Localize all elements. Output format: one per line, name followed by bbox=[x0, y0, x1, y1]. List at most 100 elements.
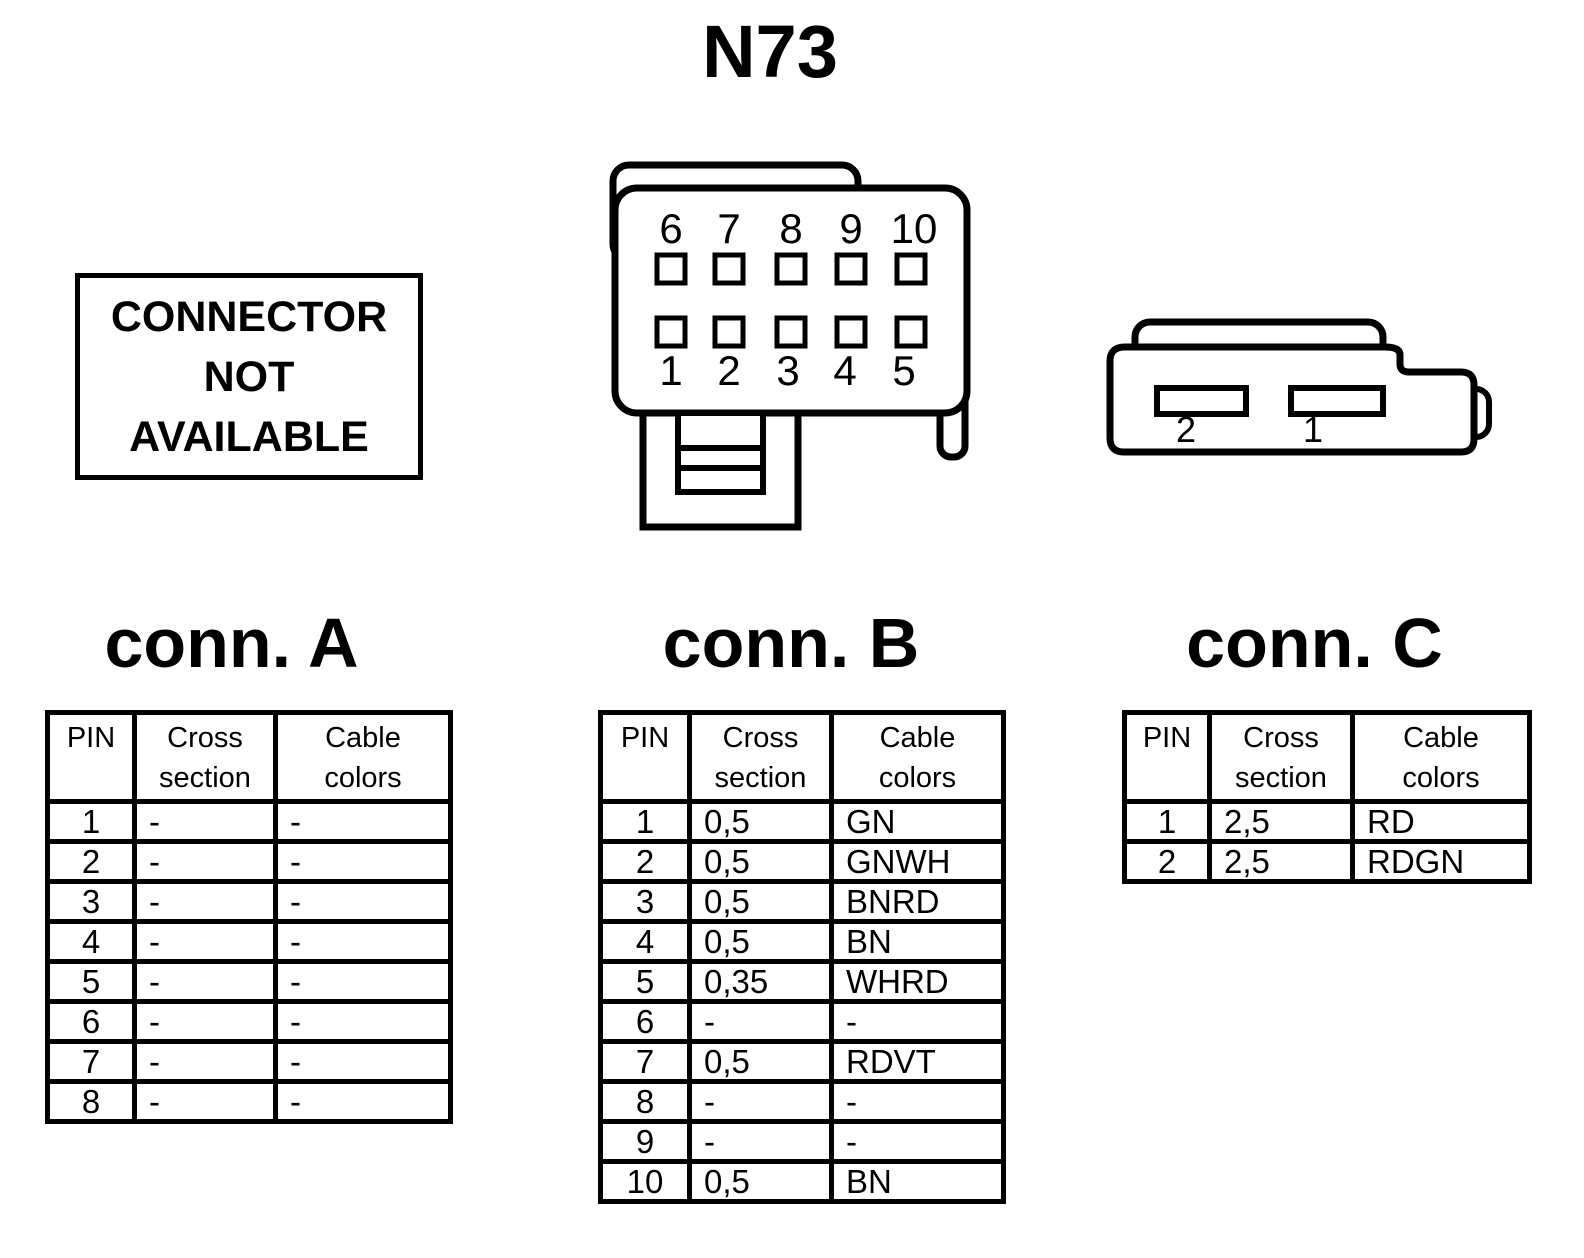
table-row: 6-- bbox=[598, 999, 1006, 1044]
pin-number: 9 bbox=[839, 205, 862, 252]
pin-cavity-9 bbox=[834, 252, 868, 286]
cell-pin: 9 bbox=[598, 1119, 692, 1164]
cell-cable: BN bbox=[829, 919, 1006, 964]
pin-cavity-4 bbox=[834, 315, 868, 349]
pin-cavity-1 bbox=[654, 315, 688, 349]
table-row: 9-- bbox=[598, 1119, 1006, 1164]
pin-number: 6 bbox=[659, 205, 682, 252]
terminal-slot-1 bbox=[1288, 385, 1386, 417]
cell-cable: - bbox=[273, 999, 453, 1044]
cell-cable: - bbox=[273, 919, 453, 964]
pin-cavity-5 bbox=[894, 315, 928, 349]
cell-cable: - bbox=[273, 839, 453, 884]
cell-pin: 3 bbox=[45, 879, 137, 924]
slot-number: 1 bbox=[1303, 409, 1323, 450]
cell-cross: - bbox=[132, 839, 278, 884]
pin-cavity-3 bbox=[774, 315, 808, 349]
cell-pin: 6 bbox=[598, 999, 692, 1044]
cell-pin: 2 bbox=[45, 839, 137, 884]
cell-cable: GNWH bbox=[829, 839, 1006, 884]
cell-cross: 2,5 bbox=[1207, 799, 1355, 844]
pin-cavity-10 bbox=[894, 252, 928, 286]
cell-cable: - bbox=[829, 999, 1006, 1044]
table-row: 8-- bbox=[598, 1079, 1006, 1124]
connector-b-drawing: 6 7 8 9 10 1 2 3 4 5 bbox=[609, 161, 971, 531]
cell-pin: 10 bbox=[598, 1159, 692, 1204]
cell-cross: - bbox=[132, 959, 278, 1004]
cell-cross: 0,5 bbox=[687, 839, 834, 884]
pin-number: 4 bbox=[833, 347, 856, 394]
cell-cable: - bbox=[273, 959, 453, 1004]
cell-cross: - bbox=[132, 919, 278, 964]
cell-cross: - bbox=[132, 1039, 278, 1084]
cell-cross: - bbox=[687, 1119, 834, 1164]
table-row: 3-- bbox=[45, 879, 453, 924]
slot-number: 2 bbox=[1176, 409, 1196, 450]
cell-pin: 1 bbox=[598, 799, 692, 844]
cell-pin: 4 bbox=[45, 919, 137, 964]
cell-pin: 8 bbox=[598, 1079, 692, 1124]
pin-number: 7 bbox=[717, 205, 740, 252]
cell-cross: - bbox=[687, 1079, 834, 1124]
cell-cable: WHRD bbox=[829, 959, 1006, 1004]
cell-cable: - bbox=[273, 879, 453, 924]
col-header-pin: PIN bbox=[598, 710, 692, 804]
cell-pin: 4 bbox=[598, 919, 692, 964]
cell-pin: 6 bbox=[45, 999, 137, 1044]
table-row: 8-- bbox=[45, 1079, 453, 1124]
table-row: 6-- bbox=[45, 999, 453, 1044]
cell-cable: BNRD bbox=[829, 879, 1006, 924]
cell-cross: - bbox=[132, 799, 278, 844]
connector-c-drawing: 2 1 bbox=[1106, 318, 1492, 456]
col-header-pin: PIN bbox=[45, 710, 137, 804]
table-row: 2-- bbox=[45, 839, 453, 884]
cell-pin: 8 bbox=[45, 1079, 137, 1124]
conn-c-title: conn. C bbox=[1186, 604, 1443, 682]
table-row: 5-- bbox=[45, 959, 453, 1004]
conn-b-title: conn. B bbox=[662, 604, 920, 682]
cell-cable: - bbox=[829, 1119, 1006, 1164]
cell-pin: 5 bbox=[45, 959, 137, 1004]
cell-cable: - bbox=[273, 1079, 453, 1124]
na-line-1: CONNECTOR bbox=[110, 292, 388, 341]
table-row: 7-- bbox=[45, 1039, 453, 1084]
pin-cavity-7 bbox=[712, 252, 746, 286]
cell-cross: 2,5 bbox=[1207, 839, 1355, 884]
cell-cross: - bbox=[132, 999, 278, 1044]
pin-cavity-6 bbox=[654, 252, 688, 286]
na-line-2: NOT bbox=[203, 352, 295, 401]
pin-cavity-8 bbox=[774, 252, 808, 286]
cell-cable: RDVT bbox=[829, 1039, 1006, 1084]
cell-pin: 2 bbox=[598, 839, 692, 884]
cell-cross: 0,35 bbox=[687, 959, 834, 1004]
col-header-pin: PIN bbox=[1122, 710, 1212, 804]
pin-number: 8 bbox=[779, 205, 802, 252]
cell-pin: 3 bbox=[598, 879, 692, 924]
cell-cable: - bbox=[273, 799, 453, 844]
cell-cross: 0,5 bbox=[687, 919, 834, 964]
cell-cable: RDGN bbox=[1350, 839, 1532, 884]
pin-number: 3 bbox=[776, 347, 799, 394]
table-row: 1-- bbox=[45, 799, 453, 844]
cell-cable: RD bbox=[1350, 799, 1532, 844]
cell-cross: - bbox=[132, 1079, 278, 1124]
cell-pin: 1 bbox=[45, 799, 137, 844]
